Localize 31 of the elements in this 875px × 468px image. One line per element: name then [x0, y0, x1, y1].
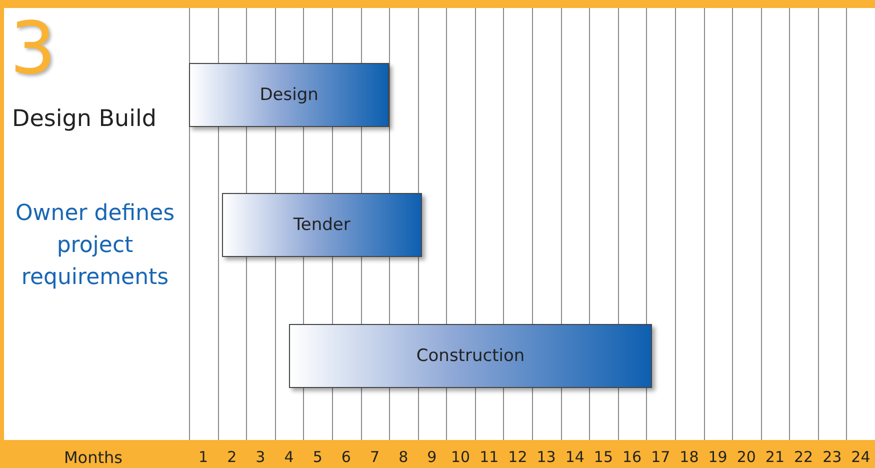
month-label: 12	[508, 448, 528, 466]
description-text: Owner defines project requirements	[14, 200, 176, 292]
month-label: 23	[822, 448, 842, 466]
month-label: 20	[736, 448, 756, 466]
month-label: 2	[227, 448, 237, 466]
axis-title: Months	[64, 448, 122, 467]
month-label: 18	[680, 448, 699, 466]
month-label: 14	[565, 448, 584, 466]
month-label: 8	[398, 448, 408, 466]
month-label: 11	[480, 448, 499, 466]
month-label: 19	[708, 448, 728, 466]
month-label: 4	[284, 448, 294, 466]
month-label: 3	[256, 448, 266, 466]
month-label: 7	[370, 448, 380, 466]
month-label: 15	[594, 448, 613, 466]
month-label: 16	[622, 448, 642, 466]
month-label: 13	[536, 448, 556, 466]
month-label: 1	[198, 448, 208, 466]
gantt-bar: Design	[189, 63, 390, 127]
month-label: 22	[794, 448, 814, 466]
gantt-bar: Tender	[222, 193, 422, 257]
month-label: 5	[312, 448, 322, 466]
month-label: 24	[851, 448, 870, 466]
month-label: 9	[427, 448, 437, 466]
month-label: 10	[450, 448, 470, 466]
method-title: Design Build	[12, 106, 156, 132]
month-label: 6	[341, 448, 351, 466]
month-label: 21	[765, 448, 784, 466]
month-label: 17	[651, 448, 670, 466]
step-number: 3	[10, 8, 56, 88]
gantt-bar: Construction	[289, 324, 652, 388]
